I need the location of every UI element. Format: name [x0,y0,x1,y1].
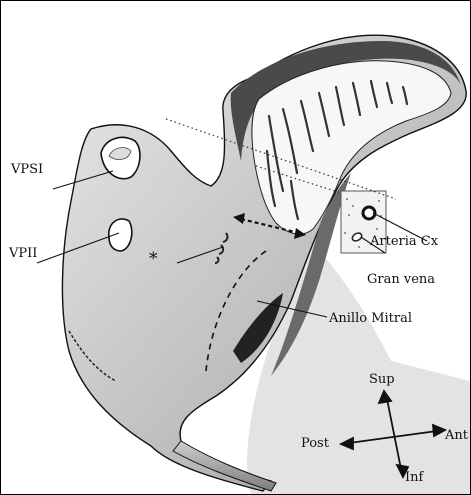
label-vpii: VPII [9,247,37,260]
label-anillo-mitral: Anillo Mitral [329,312,412,325]
orientation-sup: Sup [369,373,395,386]
label-arteria-cx: Arteria Cx [370,235,438,248]
label-gran-vena: Gran vena [367,273,435,286]
label-asterisk: * [149,251,158,268]
label-vpsi: VPSI [11,163,43,176]
orientation-inf: Inf [405,471,423,484]
orientation-ant: Ant [445,429,468,442]
orientation-post: Post [301,437,329,450]
